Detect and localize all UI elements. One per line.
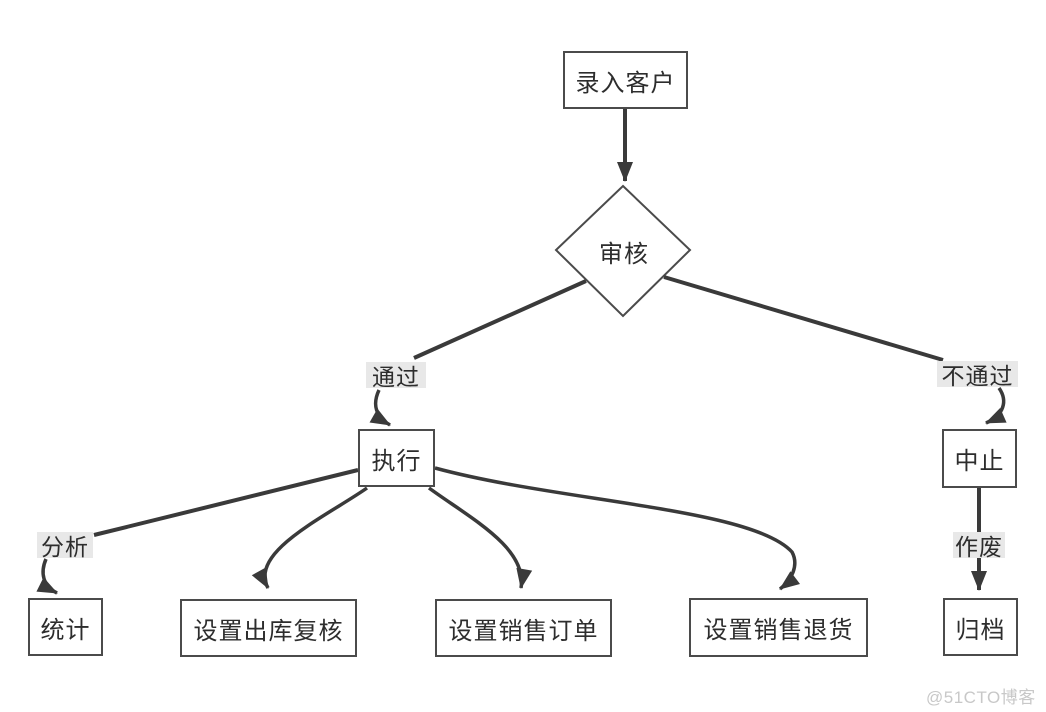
node-start-label: 录入客户 bbox=[575, 69, 676, 97]
edge-pass-to-execute bbox=[369, 389, 391, 427]
node-abort-label: 中止 bbox=[954, 448, 1005, 475]
edge-label-pass: 通过 bbox=[366, 362, 426, 390]
edge-review-to-pass-label bbox=[413, 279, 587, 360]
node-outbound-review-label: 设置出库复核 bbox=[193, 617, 344, 645]
node-sales-return: 设置销售退货 bbox=[689, 598, 868, 657]
edge-label-void: 作废 bbox=[953, 532, 1005, 560]
watermark: @51CTO博客 bbox=[926, 688, 1036, 707]
node-review-label: 审核 bbox=[599, 240, 649, 268]
node-start: 录入客户 bbox=[563, 51, 688, 109]
edge-execute-to-sales-order bbox=[427, 486, 533, 589]
node-archive-label: 归档 bbox=[955, 616, 1006, 644]
node-sales-order-label: 设置销售订单 bbox=[448, 617, 599, 645]
edge-fail-to-abort bbox=[985, 387, 1007, 425]
edge-review-to-fail-label bbox=[663, 275, 944, 362]
node-archive: 归档 bbox=[943, 598, 1018, 656]
node-sales-order: 设置销售订单 bbox=[435, 599, 612, 657]
edge-label-fail: 不通过 bbox=[937, 361, 1018, 389]
node-outbound-review: 设置出库复核 bbox=[180, 599, 357, 657]
node-review: 审核 bbox=[588, 236, 660, 268]
edge-execute-to-outbound-review bbox=[251, 486, 369, 589]
decision-diamond-shape bbox=[554, 184, 692, 318]
node-stats: 统计 bbox=[28, 598, 103, 656]
node-abort: 中止 bbox=[942, 429, 1017, 488]
node-sales-return-label: 设置销售退货 bbox=[703, 617, 854, 644]
node-execute: 执行 bbox=[358, 429, 435, 487]
node-stats-label: 统计 bbox=[40, 616, 91, 644]
edge-execute-to-analyze-label bbox=[93, 468, 359, 537]
edge-analyze-to-stats bbox=[36, 558, 58, 595]
edge-execute-to-sales-return bbox=[434, 466, 800, 591]
edge-label-analyze: 分析 bbox=[37, 532, 93, 560]
node-execute-label: 执行 bbox=[371, 447, 422, 475]
